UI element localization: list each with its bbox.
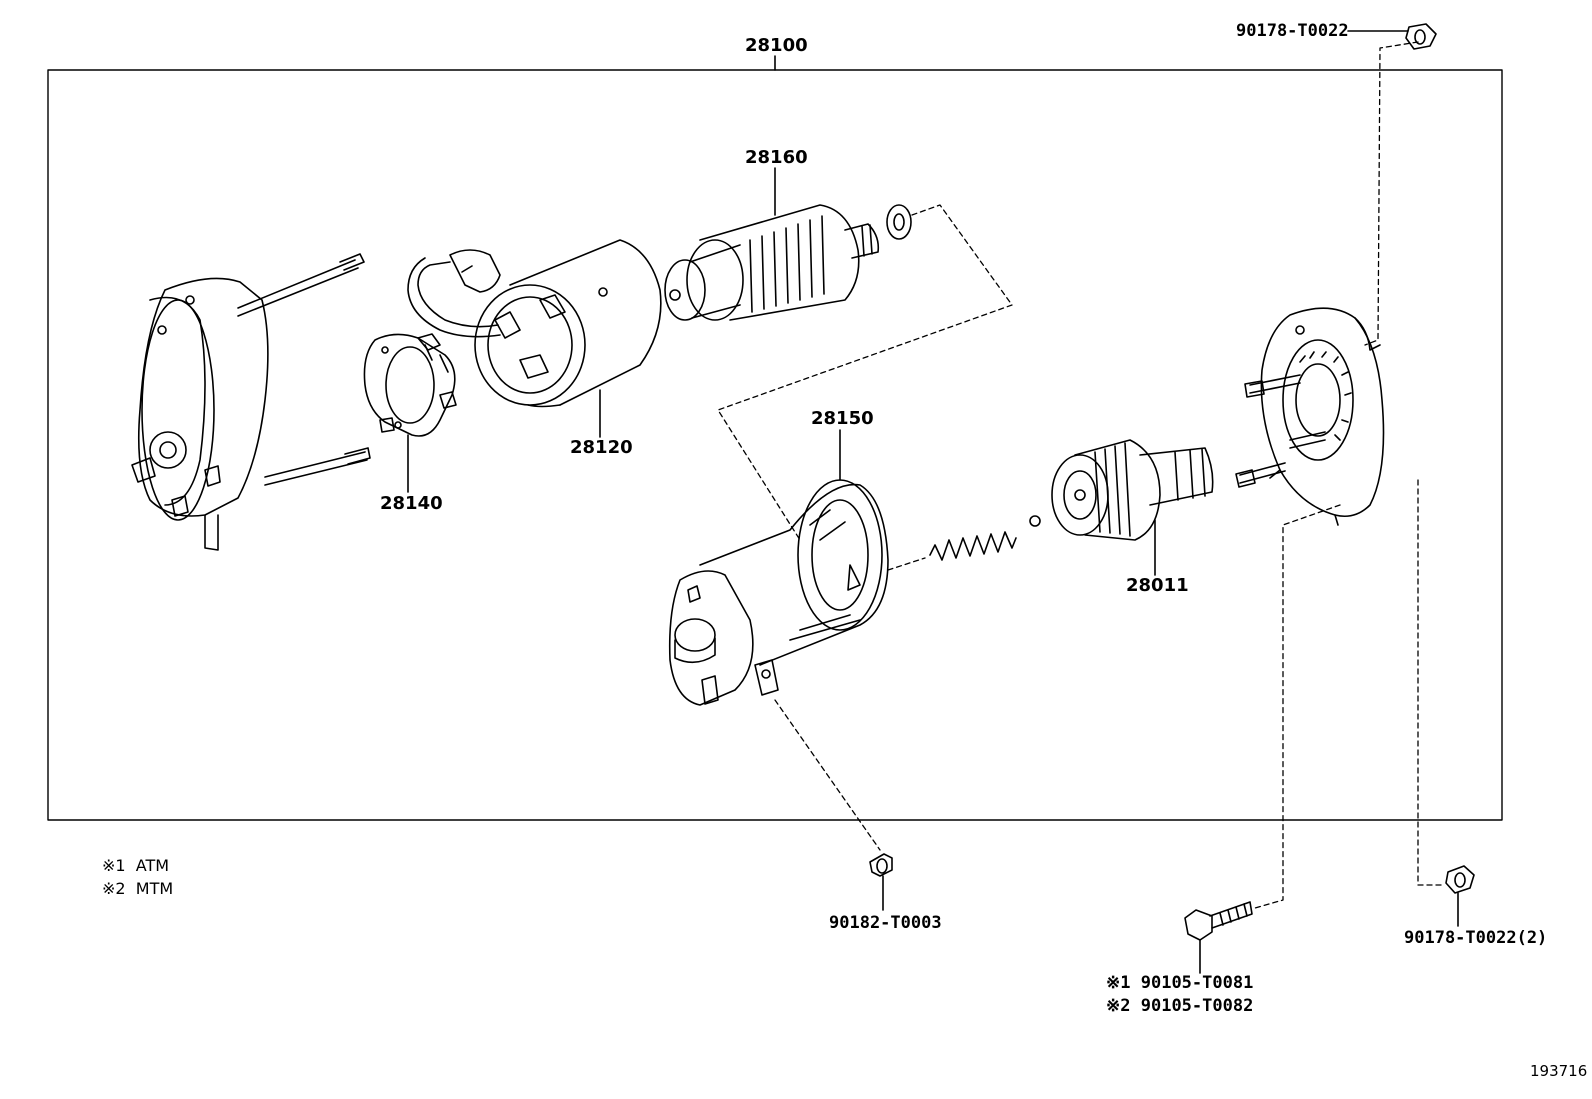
legend-text-mtm: MTM xyxy=(135,879,174,898)
nut-90182 xyxy=(869,853,893,877)
bolt-atm-number: 90105-T0081 xyxy=(1140,973,1254,993)
label-28100: 28100 xyxy=(745,35,808,56)
bolt-mtm-mark: ※2 xyxy=(1106,996,1131,1016)
legend-mark-mtm: ※2 xyxy=(102,879,126,898)
end-frame-part xyxy=(131,253,371,551)
armature-part xyxy=(664,204,912,321)
legend-row-atm: ※1 ATM xyxy=(102,856,169,876)
label-bolt-atm: ※1 90105-T0081 xyxy=(1106,973,1253,993)
dashed-leaders xyxy=(717,41,1443,909)
clutch-part xyxy=(1051,439,1214,541)
legend-text-atm: ATM xyxy=(135,856,170,875)
bolt-atm-mark: ※1 xyxy=(1106,973,1131,993)
legend-row-mtm: ※2 MTM xyxy=(102,879,173,899)
label-28120: 28120 xyxy=(570,437,633,458)
nut-90178-top xyxy=(1405,23,1437,50)
spring-part xyxy=(929,515,1041,561)
label-90178-bottom: 90178-T0022(2) xyxy=(1404,928,1548,948)
bolt-90105 xyxy=(1184,901,1253,941)
drive-housing-part xyxy=(1235,307,1385,526)
bolt-mtm-number: 90105-T0082 xyxy=(1140,996,1254,1016)
label-90182: 90182-T0003 xyxy=(829,913,942,933)
label-28011: 28011 xyxy=(1126,575,1189,596)
magnetic-switch-part xyxy=(668,479,889,706)
nut-90178-bottom xyxy=(1445,865,1475,894)
label-90178-top: 90178-T0022 xyxy=(1236,21,1349,41)
label-28150: 28150 xyxy=(811,408,874,429)
brush-holder-part xyxy=(363,333,457,437)
label-bolt-mtm: ※2 90105-T0082 xyxy=(1106,996,1253,1016)
image-id: 193716 xyxy=(1530,1062,1588,1080)
label-28140: 28140 xyxy=(380,493,443,514)
label-28160: 28160 xyxy=(745,147,808,168)
legend-mark-atm: ※1 xyxy=(102,856,126,875)
yoke-part xyxy=(407,239,662,408)
